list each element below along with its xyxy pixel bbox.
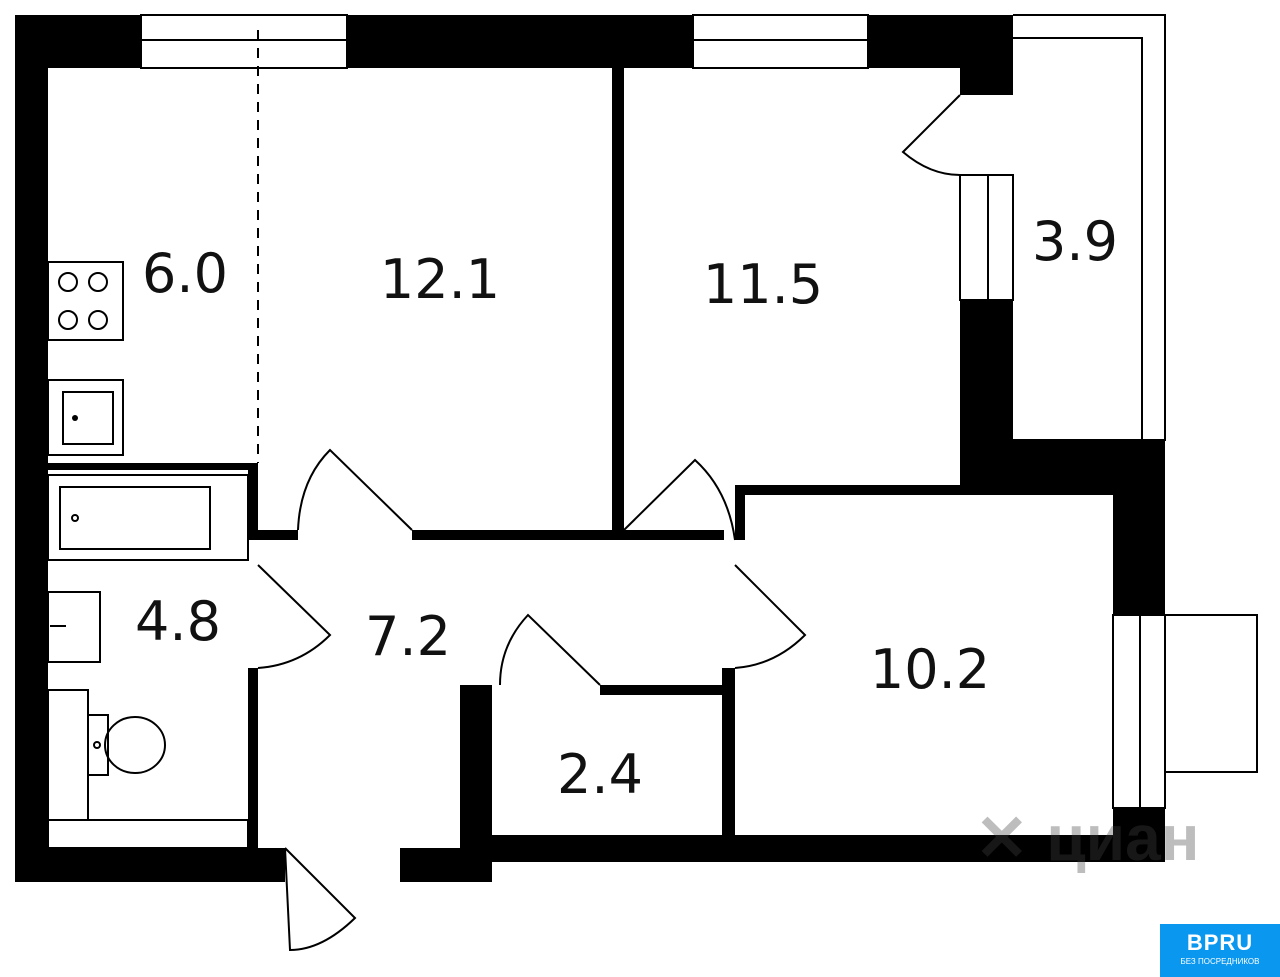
windows [140, 14, 1166, 809]
room-area-kitchen: 6.0 [142, 242, 228, 305]
fixtures [47, 261, 249, 849]
bpru-badge[interactable]: BPRU БЕЗ ПОСРЕДНИКОВ [1160, 924, 1280, 977]
room-area-bedroom2: 10.2 [870, 638, 990, 701]
cian-watermark: ✕ циан [975, 802, 1199, 874]
room-area-storage: 2.4 [557, 743, 643, 806]
doors [257, 30, 961, 952]
toilet-icon [47, 689, 249, 849]
room-area-living: 12.1 [380, 248, 500, 311]
room-area-balcony: 3.9 [1032, 210, 1118, 273]
walls [15, 15, 1165, 882]
bath-sink-icon [47, 591, 101, 663]
badge-title: BPRU [1186, 930, 1254, 955]
badge-subtitle: БЕЗ ПОСРЕДНИКОВ [1180, 957, 1260, 966]
room-labels: 6.0 12.1 11.5 3.9 4.8 7.2 2.4 10.2 [135, 210, 1118, 806]
room-area-bedroom: 11.5 [703, 253, 823, 316]
room-area-bathroom: 4.8 [135, 590, 221, 653]
balcony-outline [1013, 14, 1258, 773]
room-area-hallway: 7.2 [365, 605, 451, 668]
kitchen-sink-icon [47, 379, 124, 456]
stove-icon [47, 261, 124, 341]
bathtub-icon [47, 474, 249, 561]
